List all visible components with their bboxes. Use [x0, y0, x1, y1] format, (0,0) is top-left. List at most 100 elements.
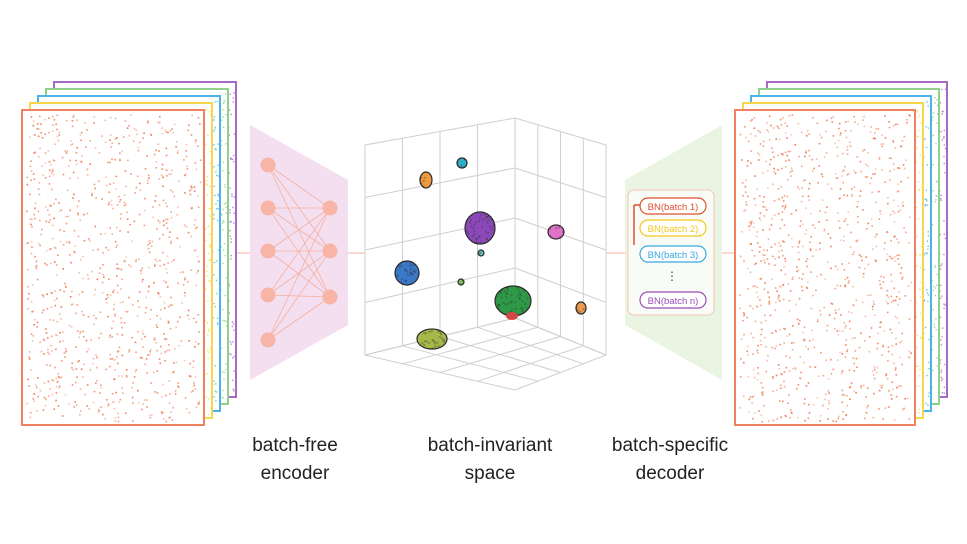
matrix-cell: [893, 212, 896, 214]
matrix-cell: [880, 287, 883, 289]
matrix-cell: [790, 411, 793, 414]
matrix-cell: [136, 315, 139, 317]
matrix-cell: [212, 317, 214, 319]
matrix-cell: [807, 417, 810, 420]
matrix-cell: [910, 352, 912, 354]
matrix-cell: [898, 321, 900, 324]
matrix-cell: [757, 296, 759, 299]
matrix-cell: [749, 396, 752, 398]
matrix-cell: [75, 346, 77, 348]
matrix-cell: [97, 248, 99, 251]
matrix-cell: [763, 288, 766, 291]
matrix-cell: [147, 244, 149, 246]
matrix-cell: [143, 132, 145, 134]
cluster-purple-point: [478, 220, 481, 223]
matrix-cell: [154, 195, 157, 198]
matrix-cell: [890, 280, 893, 283]
matrix-cell: [826, 261, 829, 264]
matrix-cell: [878, 156, 881, 158]
matrix-cell: [81, 310, 83, 313]
matrix-cell: [77, 213, 79, 216]
matrix-cell: [864, 315, 867, 318]
matrix-cell: [884, 407, 887, 409]
matrix-cell: [160, 309, 162, 311]
matrix-cell: [750, 150, 753, 152]
matrix-cell: [777, 154, 779, 157]
cluster-blue-point: [409, 271, 412, 275]
matrix-cell: [939, 233, 941, 236]
matrix-cell: [65, 350, 67, 353]
cluster-olive-point: [434, 342, 437, 345]
matrix-cell: [166, 255, 169, 257]
matrix-cell: [759, 299, 761, 301]
matrix-cell: [807, 149, 810, 152]
matrix-cell: [893, 287, 896, 290]
matrix-cell: [215, 208, 218, 210]
matrix-cell: [199, 123, 201, 125]
matrix-cell: [192, 317, 195, 320]
matrix-cell: [169, 129, 172, 132]
matrix-cell: [769, 163, 771, 166]
matrix-cell: [213, 213, 215, 216]
matrix-cell: [93, 390, 96, 393]
cluster-blue-point: [411, 264, 414, 267]
matrix-cell: [53, 408, 56, 410]
matrix-cell: [41, 136, 44, 139]
matrix-cell: [147, 174, 150, 176]
matrix-cell: [217, 175, 220, 177]
matrix-cell: [172, 406, 174, 409]
matrix-cell: [942, 110, 944, 113]
cluster-olive-point: [430, 330, 433, 333]
matrix-cell: [126, 311, 129, 313]
matrix-cell: [206, 194, 209, 196]
matrix-cell: [161, 132, 164, 135]
cluster-olive-point: [439, 331, 442, 335]
matrix-cell: [106, 302, 108, 304]
matrix-cell: [135, 369, 137, 371]
matrix-cell: [56, 264, 58, 266]
matrix-cell: [838, 122, 841, 125]
matrix-cell: [57, 405, 60, 407]
matrix-cell: [791, 114, 794, 116]
cluster-green-point: [499, 290, 502, 293]
matrix-cell: [231, 321, 234, 323]
matrix-cell: [36, 326, 38, 328]
matrix-cell: [846, 153, 849, 155]
matrix-cell: [111, 357, 114, 360]
matrix-cell: [206, 265, 208, 267]
matrix-cell: [75, 159, 77, 162]
matrix-cell: [172, 131, 175, 134]
matrix-cell: [56, 114, 58, 116]
matrix-cell: [156, 392, 159, 394]
matrix-cell: [760, 344, 762, 346]
cluster-purple-point: [475, 238, 479, 241]
matrix-cell: [61, 360, 63, 362]
matrix-cell: [897, 303, 899, 306]
matrix-cell: [230, 220, 232, 223]
matrix-cell: [807, 281, 809, 283]
matrix-cell: [743, 312, 746, 315]
matrix-cell: [35, 265, 38, 267]
matrix-cell: [127, 159, 129, 162]
encoder-edge: [267, 296, 331, 341]
matrix-cell: [183, 159, 185, 161]
cluster-green-point: [518, 297, 522, 300]
matrix-cell: [50, 205, 52, 207]
matrix-cell: [795, 266, 798, 268]
matrix-cell: [857, 215, 859, 218]
matrix-cell: [116, 284, 119, 287]
matrix-cell: [187, 309, 190, 312]
matrix-cell: [223, 221, 225, 223]
matrix-cell: [35, 266, 37, 269]
matrix-cell: [92, 401, 95, 404]
matrix-cell: [128, 264, 130, 266]
matrix-cell: [862, 273, 865, 275]
matrix-cell: [107, 249, 110, 251]
matrix-cell: [798, 155, 800, 158]
matrix-cell: [891, 344, 894, 347]
matrix-cell: [747, 354, 749, 356]
matrix-cell: [107, 403, 110, 406]
matrix-cell: [37, 242, 40, 245]
matrix-cell: [170, 296, 172, 299]
cluster-purple-point: [473, 229, 476, 233]
